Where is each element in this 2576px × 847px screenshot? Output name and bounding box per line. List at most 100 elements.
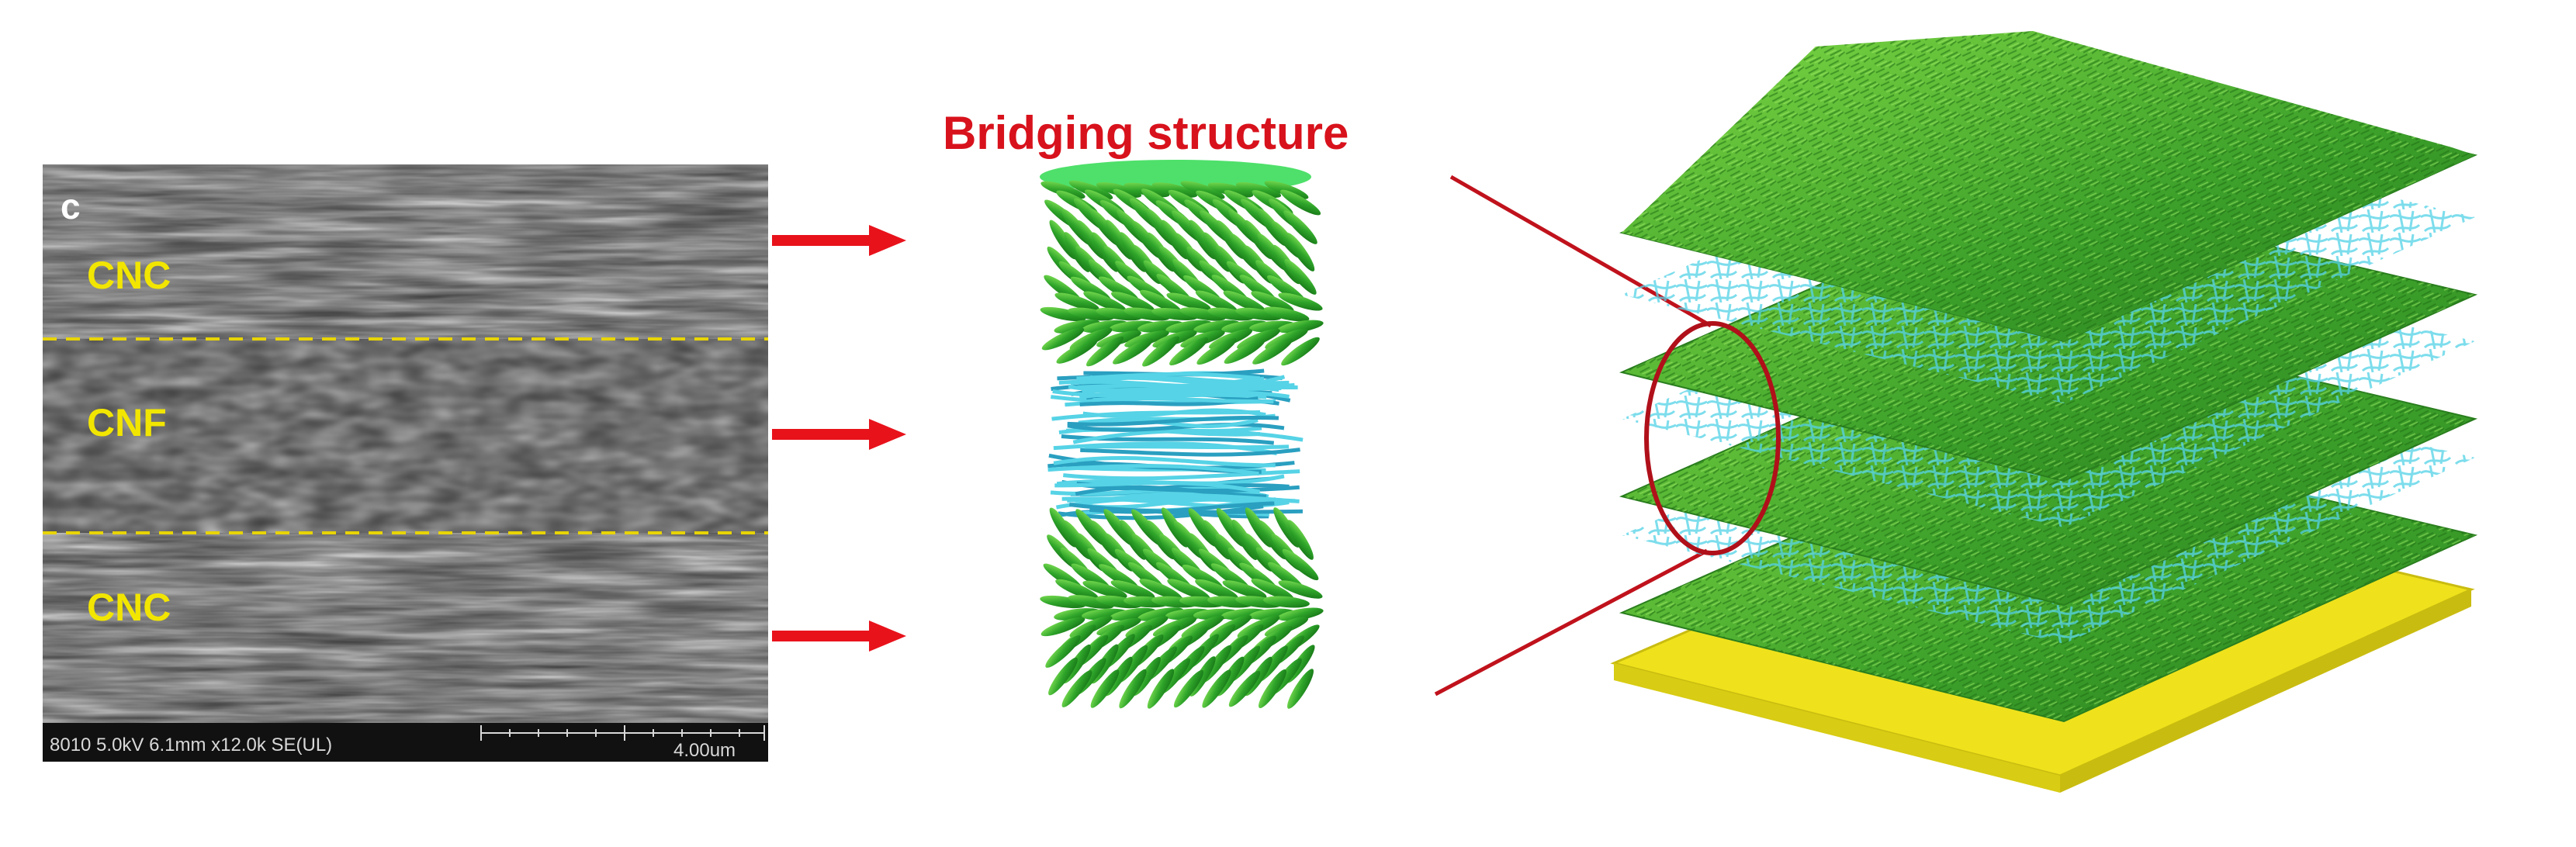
cnc-rod (1147, 669, 1175, 709)
cnc-rod (1166, 292, 1211, 311)
cnc-rod (1096, 595, 1142, 609)
cnc-rod (1090, 669, 1120, 708)
cnc-rod (1040, 306, 1086, 322)
cnc-rod (1045, 635, 1081, 668)
cnc-rod (1283, 210, 1317, 244)
cnf-fiber (1082, 408, 1266, 418)
cnc-rod (1207, 307, 1254, 321)
cnf-fiber (1054, 481, 1261, 494)
cnc-rod (1124, 307, 1170, 321)
panel-letter: c (61, 186, 81, 226)
cnc-rod (1068, 595, 1114, 609)
cnc-rod (1252, 338, 1293, 365)
cnc-rod (1055, 579, 1099, 600)
cnc-bottom-band (1040, 507, 1324, 709)
substrate-edge (2060, 589, 2471, 793)
cnc-rod (1179, 307, 1226, 321)
zoom-line-bottom (1434, 548, 1709, 697)
cnc-rod (1140, 289, 1182, 314)
cnc-rod (1195, 290, 1238, 313)
cnc-rod (1096, 307, 1142, 321)
layer-label-cnf: CNF (87, 401, 167, 444)
cnc-rod (1264, 181, 1309, 199)
cnc-rod (1124, 330, 1169, 347)
cnf-fiber (1047, 464, 1259, 476)
bridging-column (1040, 160, 1324, 709)
cnc-rod (1111, 292, 1155, 312)
cnc-rod (1193, 320, 1240, 334)
cnc-rod (1083, 291, 1127, 313)
cnc-rod (1040, 617, 1085, 637)
cnc-rod (1277, 607, 1324, 621)
cnc-rod (1228, 670, 1261, 707)
cnc-rod (1113, 338, 1153, 365)
cnc-rod (1278, 292, 1323, 311)
cnc-rod (1137, 607, 1184, 621)
cnc-rod (1119, 669, 1147, 709)
cnc-rod (1110, 607, 1156, 621)
sem-cnc-top-texture (43, 164, 768, 339)
cnc-rod (1048, 657, 1078, 696)
cnc-rod (1061, 670, 1092, 707)
cnf-fiber (1070, 375, 1286, 389)
cnc-rod (1235, 182, 1282, 199)
cnc-rod (1068, 307, 1114, 321)
cnc-rod (1165, 320, 1212, 334)
cnc-rod (1056, 339, 1098, 364)
cnc-top-band (1040, 180, 1324, 367)
cnc-rod (1287, 669, 1314, 709)
cnc-rod (1281, 337, 1320, 366)
cnc-rod (1054, 320, 1100, 334)
cnc-rod (1224, 339, 1265, 364)
cnc-rod (1173, 669, 1204, 708)
cnf-fiber (1068, 503, 1303, 514)
cnc-rod (1259, 669, 1286, 709)
cnf-fiber (1092, 396, 1274, 404)
cnc-rod (1284, 259, 1317, 295)
top-cnc-bulk-texture (1622, 31, 2475, 341)
zoom-ellipse (1644, 321, 1781, 555)
cnc-rod (1223, 290, 1266, 313)
cnf-fiber (1067, 415, 1279, 427)
cnc-rod (1142, 336, 1179, 367)
sem-cnf-texture (43, 339, 768, 533)
cnc-rod (1085, 336, 1124, 367)
cnf-fiber (1076, 372, 1261, 381)
cnc-rod (1207, 182, 1254, 198)
cnc-rod (1287, 520, 1314, 560)
pointer-arrows (772, 225, 906, 652)
cnc-rod (1040, 181, 1085, 199)
cnc-rod (1151, 182, 1198, 198)
sem-info-text: 8010 5.0kV 6.1mm x12.0k SE(UL) (50, 735, 332, 755)
cnf-fiber (1084, 444, 1290, 450)
right-arrow-icon (772, 419, 906, 450)
scale-bar-label: 4.00um (673, 740, 736, 761)
layer-label-cnc-bottom: CNC (87, 586, 171, 629)
cnc-rod (1278, 580, 1323, 599)
layered-stack (1610, 31, 2478, 793)
cnc-rod (1082, 580, 1127, 599)
cnc-rod (1054, 292, 1099, 311)
sem-image-panel: c CNC CNF CNC 8010 5.0kV 6.1mm x12.0k SE… (43, 164, 768, 762)
substrate-edge-front (1614, 663, 2060, 793)
cnc-rod (1041, 327, 1085, 351)
sem-info-bar (43, 723, 768, 762)
cnc-rod (1196, 337, 1237, 365)
cnc-rod (1139, 579, 1182, 600)
right-arrow-icon (772, 621, 906, 652)
cnc-rod (1286, 233, 1315, 271)
diagram-title: Bridging structure (943, 107, 1349, 159)
cnf-fiber (1075, 485, 1267, 499)
cnc-rod (1167, 579, 1210, 600)
cnc-rod (1169, 337, 1208, 366)
cnf-fiber (1080, 448, 1300, 457)
cnf-fiber (1053, 456, 1276, 468)
cnc-rod (1263, 306, 1310, 322)
cnc-rod (1282, 548, 1319, 581)
cnc-rod (1279, 189, 1321, 216)
cnc-rod (1195, 579, 1238, 600)
sem-cnc-bottom-texture (43, 533, 768, 723)
cnc-rod (1277, 320, 1324, 334)
cnf-fiber (1067, 422, 1285, 432)
